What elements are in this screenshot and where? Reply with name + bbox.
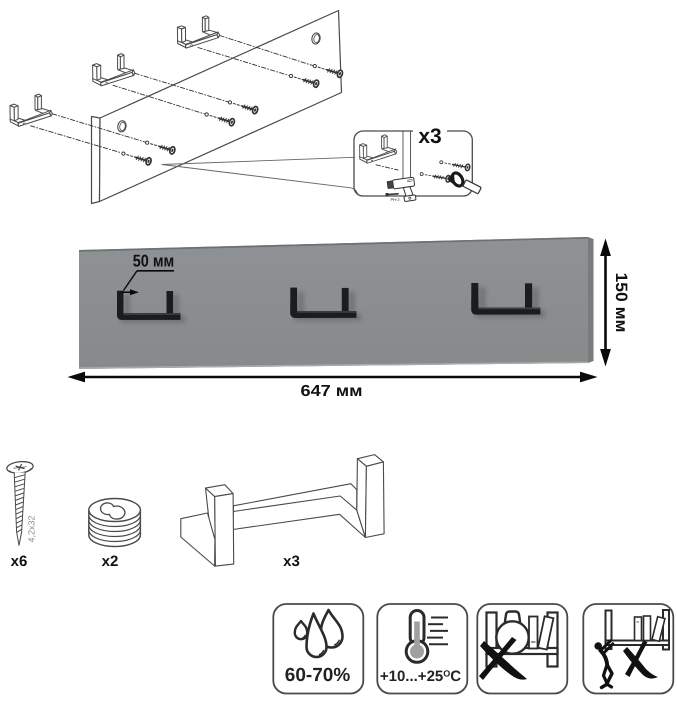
svg-text:150 мм: 150 мм (612, 273, 630, 333)
svg-text:PH-2: PH-2 (390, 197, 400, 202)
svg-text:647 мм: 647 мм (301, 383, 363, 400)
svg-text:60-70%: 60-70% (285, 665, 351, 686)
svg-text:4,2х32: 4,2х32 (27, 515, 37, 542)
svg-text:+10...+25OC: +10...+25OC (380, 668, 461, 685)
svg-text:x2: x2 (102, 553, 119, 570)
svg-text:x3: x3 (418, 125, 441, 148)
svg-text:x3: x3 (283, 553, 300, 570)
svg-text:x6: x6 (11, 553, 28, 570)
svg-text:50 мм: 50 мм (133, 252, 175, 271)
